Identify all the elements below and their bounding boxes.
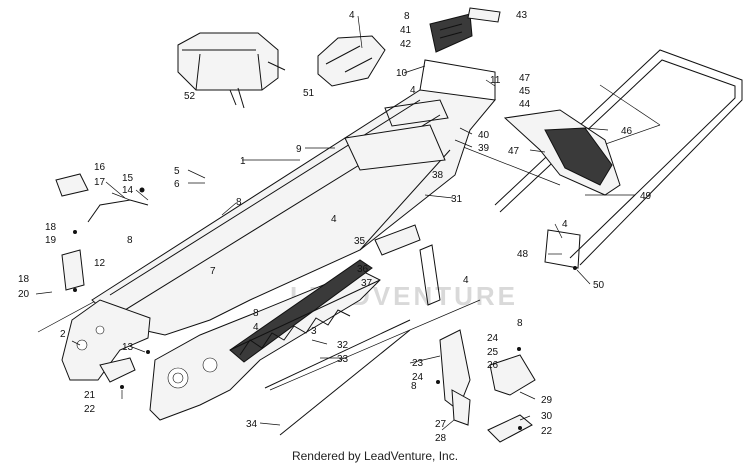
callout-22: 22	[84, 404, 96, 415]
callout-5: 5	[174, 166, 180, 177]
callout-20: 20	[18, 289, 30, 300]
callout-11: 11	[490, 75, 501, 86]
callout-34: 34	[246, 419, 258, 430]
callout-43: 43	[516, 10, 528, 21]
leader-lines	[35, 15, 635, 431]
callout-8: 8	[404, 11, 410, 22]
callout-4: 4	[562, 219, 568, 230]
callout-39: 39	[478, 143, 490, 154]
callout-42: 42	[400, 39, 412, 50]
snow-flap-part	[503, 109, 621, 196]
callout-4: 4	[463, 275, 469, 286]
callout-32: 32	[337, 340, 349, 351]
left-small-parts	[55, 173, 149, 383]
callout-51: 51	[303, 88, 315, 99]
callout-12: 12	[94, 258, 106, 269]
callout-8: 8	[411, 381, 417, 392]
callout-50: 50	[593, 280, 605, 291]
callout-7: 7	[210, 266, 216, 277]
footer-credit: Rendered by LeadVenture, Inc.	[291, 449, 459, 463]
side-panel-part	[61, 299, 151, 381]
bracket-parts	[374, 224, 441, 306]
callout-18: 18	[45, 222, 57, 233]
fastener-dots	[73, 187, 577, 430]
callout-15: 15	[122, 173, 134, 184]
callout-17: 17	[94, 177, 106, 188]
callout-8: 8	[253, 308, 259, 319]
callout-30: 30	[541, 411, 553, 422]
callout-4: 4	[253, 322, 259, 333]
callout-33: 33	[337, 354, 349, 365]
callout-28: 28	[435, 433, 447, 444]
callout-35: 35	[354, 236, 366, 247]
callout-27: 27	[435, 419, 447, 430]
callout-47: 47	[508, 146, 520, 157]
torsion-bar-parts	[229, 279, 411, 436]
rear-bumper-part	[494, 49, 743, 269]
seat-bag-part	[177, 32, 286, 109]
callout-31: 31	[451, 194, 463, 205]
callout-10: 10	[396, 68, 408, 79]
callout-26: 26	[487, 360, 499, 371]
callout-41: 41	[400, 25, 412, 36]
callout-38: 38	[432, 170, 444, 181]
callout-3: 3	[311, 326, 317, 337]
callout-6: 6	[174, 179, 180, 190]
callout-46: 46	[621, 126, 633, 137]
callout-9: 9	[296, 144, 302, 155]
callout-22: 22	[541, 426, 553, 437]
footrest-parts	[439, 329, 536, 443]
callout-49: 49	[640, 191, 652, 202]
callout-8: 8	[517, 318, 523, 329]
callout-52: 52	[184, 91, 196, 102]
callout-4: 4	[331, 214, 337, 225]
callout-16: 16	[94, 162, 106, 173]
callout-1: 1	[240, 156, 246, 167]
callout-47: 47	[519, 73, 531, 84]
callout-24: 24	[412, 372, 424, 383]
callout-labels: 1 2 3 4 4 4 4 4 4 5 6 7 8 8 8 8 8 8 9 10…	[18, 10, 652, 444]
callout-19: 19	[45, 235, 57, 246]
callout-4: 4	[410, 85, 416, 96]
callout-4: 4	[349, 10, 355, 21]
callout-37: 37	[361, 278, 373, 289]
callout-8: 8	[127, 235, 133, 246]
callout-2: 2	[60, 329, 66, 340]
callout-23: 23	[412, 358, 424, 369]
callout-45: 45	[519, 86, 531, 97]
callout-29: 29	[541, 395, 553, 406]
chassis-part	[149, 259, 381, 421]
taillight-part	[429, 7, 501, 53]
callout-21: 21	[84, 390, 96, 401]
callout-14: 14	[122, 185, 134, 196]
callout-48: 48	[517, 249, 529, 260]
seat-pad-part	[317, 35, 386, 87]
callout-13: 13	[122, 342, 134, 353]
callout-44: 44	[519, 99, 531, 110]
callout-40: 40	[478, 130, 490, 141]
callout-18: 18	[18, 274, 30, 285]
callout-36: 36	[357, 264, 369, 275]
callout-24: 24	[487, 333, 499, 344]
callout-25: 25	[487, 347, 499, 358]
callout-8: 8	[236, 197, 242, 208]
